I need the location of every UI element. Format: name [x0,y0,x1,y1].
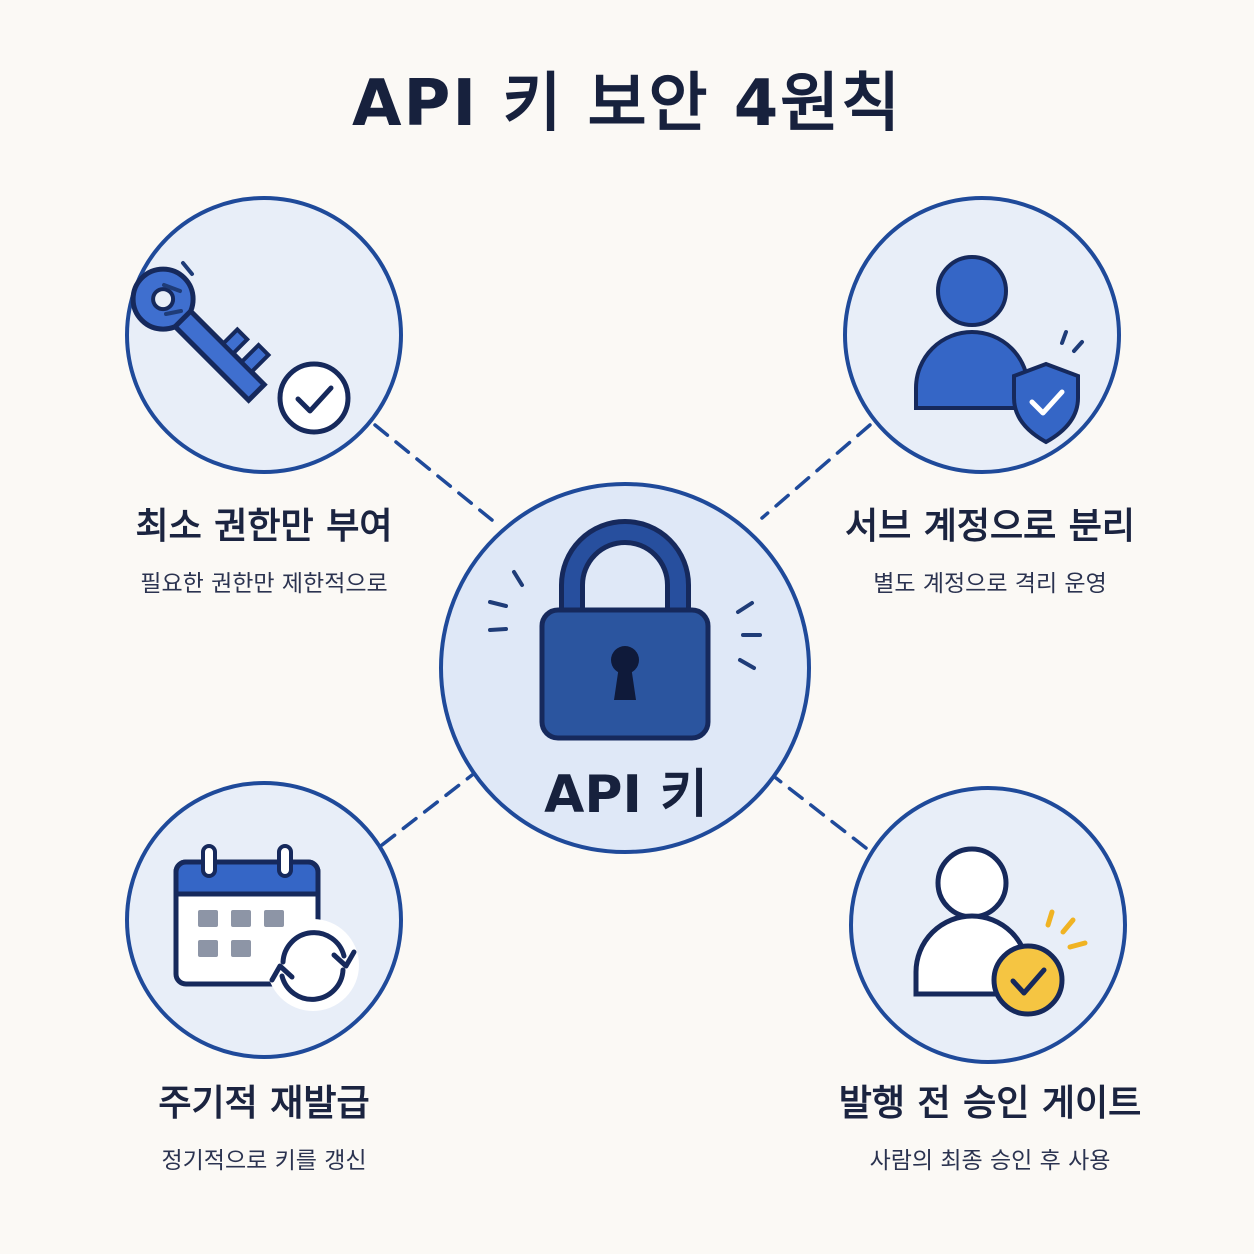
connector-bottom-left [380,770,478,847]
principle-description: 필요한 권한만 제한적으로 [140,571,388,597]
principle-reissue: 주기적 재발급 정기적으로 키를 갱신 [54,1082,474,1176]
user-approval-icon [913,846,1088,1017]
principle-description: 사람의 최종 승인 후 사용 [869,1148,1111,1174]
page-title: API 키 보안 4원칙 [351,67,903,141]
principle-description: 별도 계정으로 격리 운영 [873,571,1107,597]
principle-sub-account: 서브 계정으로 분리 별도 계정으로 격리 운영 [790,505,1190,599]
connector-top-left [373,423,494,522]
key-check-icon [130,261,351,435]
principle-heading: 서브 계정으로 분리 [844,506,1136,547]
principle-heading: 최소 권한만 부여 [135,506,393,547]
principle-heading: 주기적 재발급 [158,1083,370,1124]
principle-heading: 발행 전 승인 게이트 [838,1083,1142,1124]
padlock-icon [488,519,762,741]
user-shield-icon [914,255,1084,445]
principle-approval-gate: 발행 전 승인 게이트 사람의 최종 승인 후 사용 [770,1082,1210,1176]
connector-bottom-right [774,776,868,850]
connectors [373,423,872,850]
principle-least-privilege: 최소 권한만 부여 필요한 권한만 제한적으로 [64,505,464,599]
center-label: API 키 [544,765,708,825]
circle-least-privilege [125,196,403,474]
connector-top-right [760,423,872,520]
principle-description: 정기적으로 키를 갱신 [161,1148,367,1174]
calendar-refresh-icon [173,844,359,1011]
